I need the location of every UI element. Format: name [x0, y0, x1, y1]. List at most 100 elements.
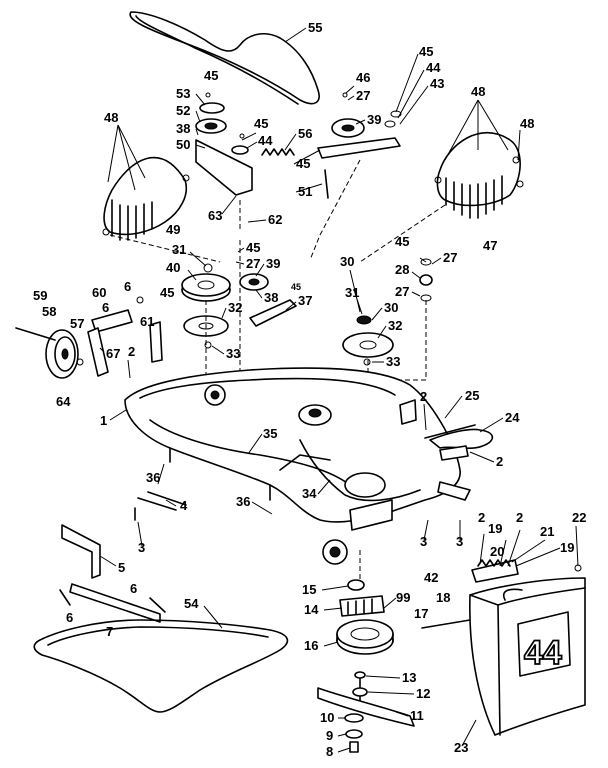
callout-18: 18	[436, 590, 450, 605]
callout-58: 58	[42, 304, 56, 319]
callout-6: 6	[102, 300, 109, 315]
callout-45: 45	[254, 116, 268, 131]
idler-arm-43	[317, 92, 402, 199]
callout-21: 21	[540, 524, 554, 539]
belt-55	[129, 11, 320, 105]
callout-2: 2	[128, 344, 135, 359]
callout-19: 19	[560, 540, 574, 555]
callout-36: 36	[236, 494, 250, 509]
callout-6: 6	[130, 581, 137, 596]
callout-55: 55	[308, 20, 322, 35]
upper-pulley-stack	[195, 92, 253, 196]
callout-4: 4	[180, 498, 188, 513]
callout-54: 54	[184, 596, 199, 611]
callout-46: 46	[356, 70, 370, 85]
callout-33: 33	[226, 346, 240, 361]
callout-23: 23	[454, 740, 468, 755]
callout-53: 53	[176, 86, 190, 101]
callout-45: 45	[246, 240, 260, 255]
callout-2: 2	[420, 389, 427, 404]
callout-2: 2	[516, 510, 523, 525]
callout-27: 27	[246, 256, 260, 271]
callout-24: 24	[505, 410, 520, 425]
callout-57: 57	[70, 316, 84, 331]
callout-52: 52	[176, 103, 190, 118]
deck-brackets-24-25	[424, 424, 494, 461]
callout-61: 61	[140, 314, 154, 329]
callout-11: 11	[410, 708, 424, 723]
callout-27: 27	[443, 250, 457, 265]
callout-19: 19	[488, 521, 502, 536]
callout-38: 38	[264, 290, 278, 305]
callout-5: 5	[118, 560, 125, 575]
callout-48: 48	[104, 110, 118, 125]
callout-37: 37	[298, 293, 312, 308]
leaders-48	[107, 99, 521, 191]
hanger-bracket-5	[59, 491, 187, 623]
callout-30: 30	[384, 300, 398, 315]
callout-16: 16	[304, 638, 318, 653]
callout-99: 99	[396, 590, 410, 605]
callout-6: 6	[66, 610, 73, 625]
callout-45: 45	[419, 44, 433, 59]
callout-40: 40	[166, 260, 180, 275]
callout-45: 45	[291, 282, 301, 292]
callout-60: 60	[92, 285, 106, 300]
callout-47: 47	[483, 238, 497, 253]
discharge-chute-23: 44	[421, 559, 586, 736]
callout-22: 22	[572, 510, 586, 525]
callout-48: 48	[520, 116, 534, 131]
callout-44: 44	[258, 133, 273, 148]
callout-15: 15	[302, 582, 316, 597]
callout-6: 6	[124, 279, 131, 294]
callout-labels: 55 45 53 52 38 50 45 44 56 46 27 39 45 4…	[33, 20, 586, 759]
callout-2: 2	[478, 510, 485, 525]
callout-32: 32	[228, 300, 242, 315]
callout-45: 45	[296, 156, 310, 171]
callout-36: 36	[146, 470, 160, 485]
callout-27: 27	[356, 88, 370, 103]
callout-14: 14	[304, 602, 319, 617]
callout-8: 8	[326, 744, 333, 759]
callout-31: 31	[345, 285, 359, 300]
callout-31: 31	[172, 242, 186, 257]
callout-33: 33	[386, 354, 400, 369]
callout-27: 27	[395, 284, 409, 299]
spring-56	[261, 148, 295, 156]
spindle-assembly	[336, 579, 394, 655]
callout-45: 45	[160, 285, 174, 300]
callout-62: 62	[268, 212, 282, 227]
callout-1: 1	[100, 413, 107, 428]
callout-34: 34	[302, 486, 317, 501]
callout-49: 49	[166, 222, 180, 237]
callout-39: 39	[367, 112, 381, 127]
callout-43: 43	[430, 76, 444, 91]
callout-35: 35	[263, 426, 277, 441]
callout-38: 38	[176, 121, 190, 136]
callout-30: 30	[340, 254, 354, 269]
belt-54	[33, 619, 289, 713]
callout-13: 13	[402, 670, 416, 685]
callout-45: 45	[395, 234, 409, 249]
callout-20: 20	[490, 544, 504, 559]
callout-67: 67	[106, 346, 120, 361]
callout-42: 42	[424, 570, 438, 585]
callout-10: 10	[320, 710, 334, 725]
callout-2: 2	[496, 454, 503, 469]
callout-45: 45	[204, 68, 218, 83]
blade-assembly	[317, 671, 415, 753]
anti-scalp-wheel	[15, 296, 163, 379]
chute-decal-44: 44	[524, 634, 562, 672]
callout-9: 9	[326, 728, 333, 743]
callout-3: 3	[456, 534, 463, 549]
callout-17: 17	[414, 606, 428, 621]
callout-39: 39	[266, 256, 280, 271]
callout-32: 32	[388, 318, 402, 333]
callout-51: 51	[298, 184, 312, 199]
callout-leaders	[99, 27, 579, 753]
callout-28: 28	[395, 262, 409, 277]
callout-3: 3	[138, 540, 145, 555]
callout-12: 12	[416, 686, 430, 701]
callout-3: 3	[420, 534, 427, 549]
